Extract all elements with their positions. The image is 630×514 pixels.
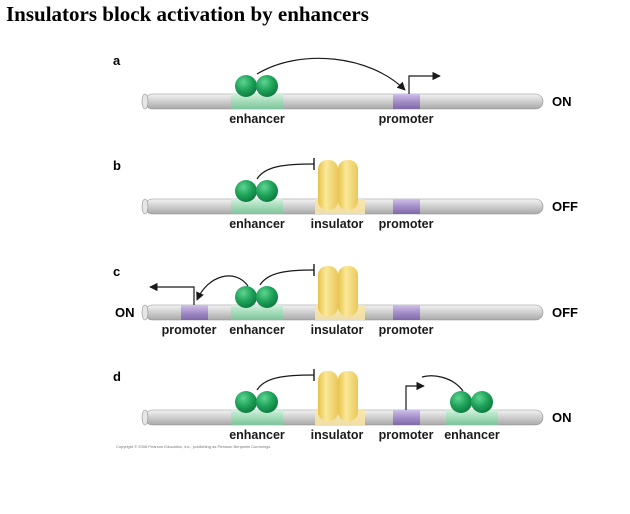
insulator-protein	[318, 266, 338, 316]
blocked-arrow	[256, 374, 315, 391]
dna-end	[141, 93, 149, 110]
insulator-protein	[338, 266, 358, 316]
promoter-label: promoter	[379, 323, 434, 337]
enhancer-protein	[235, 391, 257, 413]
dna-strand	[144, 93, 544, 110]
copyright-notice: Copyright © 2008 Pearson Education, Inc.…	[116, 444, 270, 449]
transcription-start-arrow	[408, 71, 441, 94]
enhancer-protein	[256, 180, 278, 202]
panel-a: a enhancer promoter ON	[113, 53, 572, 126]
figure-title: Insulators block activation by enhancers	[6, 2, 369, 26]
panel-label: c	[113, 264, 120, 279]
promoter-label: promoter	[162, 323, 217, 337]
enhancer-protein	[256, 75, 278, 97]
insulator-label: insulator	[311, 217, 364, 231]
enhancer-label: enhancer	[444, 428, 500, 442]
enhancer-label: enhancer	[229, 428, 285, 442]
enhancer-protein	[235, 286, 257, 308]
insulator-label: insulator	[311, 428, 364, 442]
panel-b: b enhancer insulator promoter OFF	[113, 158, 578, 231]
promoter-region	[393, 410, 420, 425]
promoter-region	[393, 94, 420, 109]
state-off-label: OFF	[552, 305, 578, 320]
insulator-protein	[338, 160, 358, 210]
enhancer-protein	[256, 391, 278, 413]
dna-end	[141, 304, 149, 321]
activation-arrow	[421, 375, 464, 392]
transcription-start-arrow	[149, 282, 195, 305]
dna-end	[141, 409, 149, 426]
enhancer-region	[231, 199, 283, 214]
state-on-label: ON	[552, 94, 572, 109]
promoter-label: promoter	[379, 217, 434, 231]
panel-label: d	[113, 369, 121, 384]
blocked-arrow	[256, 163, 315, 180]
enhancer-protein	[235, 180, 257, 202]
insulator-label: insulator	[311, 323, 364, 337]
panel-c: c promoter enhancer insulator promoter O…	[113, 264, 578, 337]
panel-label: b	[113, 158, 121, 173]
enhancer-protein	[450, 391, 472, 413]
promoter-region	[393, 305, 420, 320]
enhancer-region	[231, 305, 283, 320]
enhancer-region	[446, 410, 498, 425]
dna-end	[141, 198, 149, 215]
transcription-start-arrow	[405, 381, 425, 410]
promoter-region	[181, 305, 208, 320]
enhancer-label: enhancer	[229, 112, 285, 126]
enhancer-protein	[471, 391, 493, 413]
activation-arrow	[256, 57, 406, 91]
state-on-label: ON	[115, 305, 135, 320]
blocked-arrow	[259, 269, 315, 286]
enhancer-protein	[256, 286, 278, 308]
state-on-label: ON	[552, 410, 572, 425]
promoter-label: promoter	[379, 112, 434, 126]
activation-arrow	[196, 275, 249, 301]
promoter-label: promoter	[379, 428, 434, 442]
insulator-protein	[338, 371, 358, 421]
enhancer-region	[231, 94, 283, 109]
promoter-region	[393, 199, 420, 214]
enhancer-label: enhancer	[229, 323, 285, 337]
insulator-protein	[318, 160, 338, 210]
enhancer-label: enhancer	[229, 217, 285, 231]
panel-d: d enhancer insulator promoter enhancer O…	[113, 369, 572, 442]
enhancer-protein	[235, 75, 257, 97]
state-off-label: OFF	[552, 199, 578, 214]
insulator-protein	[318, 371, 338, 421]
enhancer-region	[231, 410, 283, 425]
panel-label: a	[113, 53, 121, 68]
